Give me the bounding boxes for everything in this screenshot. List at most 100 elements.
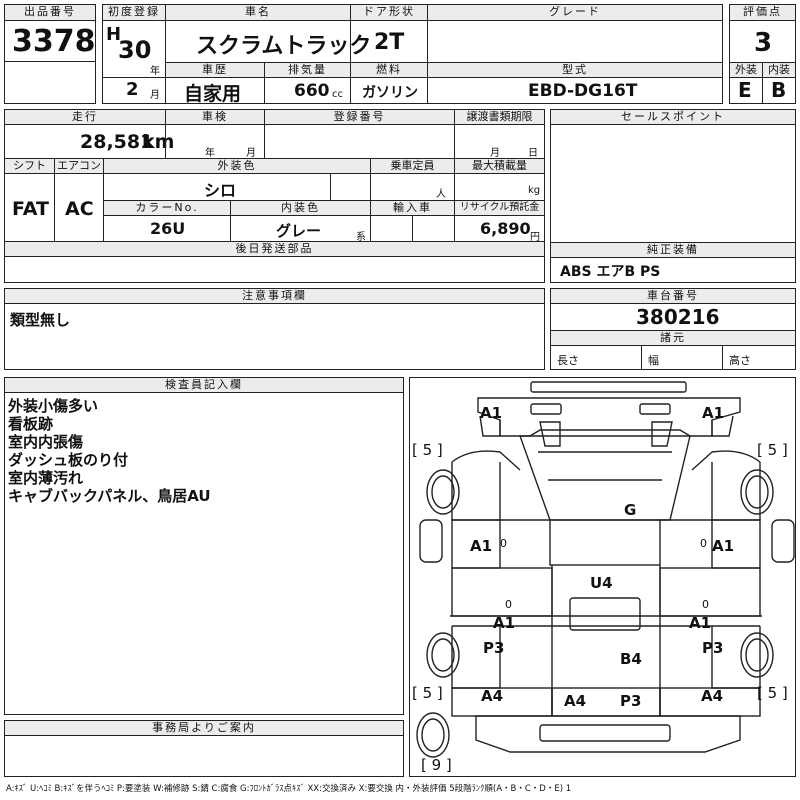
ext-color: シロ	[204, 181, 237, 200]
dims-label: 諸元	[550, 330, 796, 346]
insp-month-unit: 月	[246, 148, 256, 159]
office-label: 事務局よりご案内	[4, 720, 404, 736]
grade-cell	[427, 20, 723, 63]
mileage-label: 走行	[4, 109, 166, 125]
equipment-cell	[550, 257, 796, 283]
damage-mark: A1	[702, 404, 725, 422]
damage-mark: A4	[564, 692, 587, 710]
first-reg-label: 初度登録	[102, 4, 166, 21]
equipment-label: 純正装備	[550, 242, 796, 258]
car-name-label: 車名	[165, 4, 351, 21]
inspector-note: キャブバックパネル、鳥居AU	[8, 487, 211, 505]
era: H	[106, 24, 122, 45]
sales-point-cell	[550, 124, 796, 243]
damage-mark: A1	[470, 537, 493, 555]
transfer-day-unit: 日	[528, 148, 538, 159]
mileage-unit: km	[142, 131, 175, 153]
int-color-label: 内装色	[230, 200, 371, 216]
damage-mark: A1	[493, 614, 516, 632]
capacity-unit: 人	[436, 189, 446, 200]
later-parts-cell	[4, 256, 545, 283]
fuel: ガソリン	[362, 85, 418, 101]
small-mark: 0	[700, 537, 707, 550]
recycle: 6,890	[480, 219, 531, 238]
damage-mark: U4	[590, 574, 613, 592]
small-mark: 0	[500, 537, 507, 550]
later-parts-label: 後日発送部品	[4, 241, 545, 257]
fuel-label: 燃料	[350, 62, 428, 78]
inspector-note: ダッシュ板のり付	[8, 451, 129, 469]
reg-month: 2	[126, 79, 139, 100]
chassis-label: 車台番号	[550, 288, 796, 304]
damage-mark: G	[624, 501, 637, 519]
import-cell-2	[412, 215, 455, 242]
model-label: 型式	[427, 62, 723, 78]
reg-year: 30	[118, 36, 152, 64]
caution-label: 注意事項欄	[4, 288, 545, 304]
lot-no: 3378	[12, 24, 96, 59]
tire-tread: [ 5 ]	[757, 684, 788, 702]
tire-tread: [ 5 ]	[412, 441, 443, 459]
car-name: スクラムトラック	[196, 34, 372, 59]
model: EBD-DG16T	[528, 81, 638, 101]
inspector-note: 室内薄汚れ	[8, 469, 84, 487]
inspector-note: 室内内張傷	[8, 433, 84, 451]
max-load-label: 最大積載量	[454, 158, 545, 174]
damage-mark: A1	[712, 537, 735, 555]
inspection-label: 車検	[165, 109, 265, 125]
damage-mark: A4	[481, 687, 504, 705]
small-mark: 0	[702, 598, 709, 611]
height-label: 高さ	[729, 354, 751, 367]
transfer-label: 譲渡書類期限	[454, 109, 545, 125]
tire-tread: [ 5 ]	[757, 441, 788, 459]
damage-mark: P3	[702, 639, 724, 657]
int-color-unit: 系	[356, 232, 366, 243]
damage-mark: A1	[689, 614, 712, 632]
small-mark: 0	[505, 598, 512, 611]
model-cell	[427, 77, 723, 104]
insp-year-unit: 年	[205, 148, 215, 159]
reg-no-cell	[264, 124, 455, 159]
caution: 類型無し	[10, 311, 71, 329]
max-load-unit: kg	[528, 185, 541, 196]
ac-label: エアコン	[54, 158, 104, 174]
inspector-cell	[4, 392, 404, 715]
month-unit: 月	[150, 90, 160, 101]
inspector-note: 外装小傷多い	[8, 397, 99, 415]
damage-mark: A1	[480, 404, 503, 422]
mileage: 28,581	[80, 131, 154, 153]
inspector-note: 看板跡	[8, 415, 54, 433]
lot-no-blank	[4, 61, 96, 104]
ext-color-extra	[330, 173, 371, 201]
exterior-label: 外装	[729, 62, 763, 78]
chassis-no: 380216	[636, 305, 720, 329]
door-label: ドア形状	[350, 4, 428, 21]
inspector-label: 検査員記入欄	[4, 377, 404, 393]
damage-mark: B4	[620, 650, 642, 668]
history-label: 車歴	[165, 62, 265, 78]
interior-cell	[762, 77, 796, 104]
tire-tread: [ 9 ]	[421, 756, 452, 774]
ext-color-label: 外装色	[103, 158, 371, 174]
grade-label: グレード	[427, 4, 723, 21]
legend: A:ｷｽﾞ U:ﾍｺﾐ B:ｷｽﾞを伴うﾍｺﾐ P:要塗装 W:補修跡 S:錆 …	[6, 784, 572, 794]
width-label: 幅	[648, 354, 659, 367]
score-label: 評価点	[729, 4, 796, 21]
shift-label: シフト	[4, 158, 55, 174]
capacity-label: 乗車定員	[370, 158, 455, 174]
tire-tread: [ 5 ]	[412, 684, 443, 702]
recycle-unit: 円	[530, 232, 540, 243]
caution-cell	[4, 303, 545, 370]
displacement-label: 排気量	[264, 62, 351, 78]
exterior-grade: E	[738, 78, 752, 102]
import-cell	[370, 215, 413, 242]
damage-mark: A4	[701, 687, 724, 705]
sales-point-label: セールスポイント	[550, 109, 796, 125]
score: 3	[754, 28, 773, 58]
displacement: 660	[294, 81, 330, 101]
import-label: 輸入車	[370, 200, 455, 216]
reg-no-label: 登録番号	[264, 109, 455, 125]
year-unit: 年	[150, 66, 160, 77]
color-no: 26U	[150, 219, 186, 238]
lot-no-label: 出品番号	[4, 4, 96, 21]
